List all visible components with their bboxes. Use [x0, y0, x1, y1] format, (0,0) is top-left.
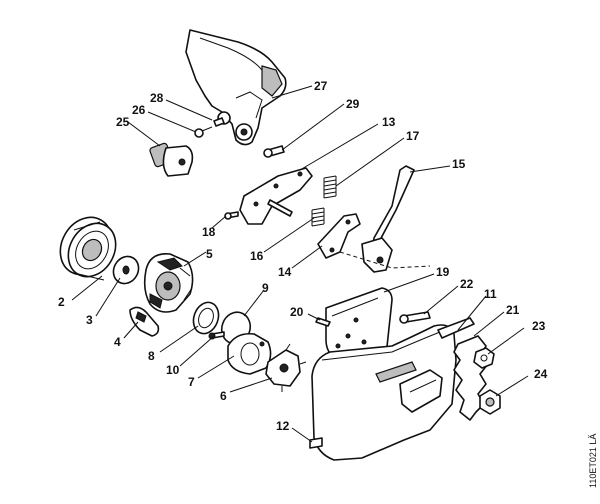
leader-lines — [71, 85, 529, 443]
callout-2: 2 — [58, 295, 65, 309]
callout-15: 15 — [452, 157, 466, 171]
part-22-bolt — [399, 311, 431, 324]
callout-25: 25 — [116, 115, 130, 129]
part-5-clutch — [143, 253, 194, 313]
part-25-connector — [149, 142, 194, 177]
part-8-ring — [192, 301, 220, 335]
part-4-clutch-shoe — [129, 306, 160, 337]
part-26-screw — [194, 126, 213, 138]
callout-10: 10 — [166, 363, 180, 377]
part-17-spring — [323, 175, 337, 199]
part-10-bolt — [208, 331, 225, 340]
part-13-lever-bracket — [239, 167, 313, 225]
callout-26: 26 — [132, 103, 146, 117]
callout-23: 23 — [532, 319, 546, 333]
callout-5: 5 — [206, 247, 213, 261]
part-15-throttle-rod — [361, 165, 415, 273]
callout-17: 17 — [406, 129, 420, 143]
part-24-nut — [479, 389, 501, 415]
part-28-pivot-pin — [213, 117, 225, 127]
callout-11: 11 — [484, 287, 497, 301]
callout-3: 3 — [86, 313, 93, 327]
assembly-dashed-line — [339, 251, 431, 269]
callout-13: 13 — [382, 115, 396, 129]
callout-14: 14 — [278, 265, 292, 279]
callout-28: 28 — [150, 91, 164, 105]
callout-8: 8 — [148, 349, 155, 363]
callout-29: 29 — [346, 97, 360, 111]
callout-24: 24 — [534, 367, 548, 381]
part-29-screw — [263, 145, 285, 158]
part-23-nut — [473, 347, 495, 369]
callout-4: 4 — [114, 335, 121, 349]
callout-27: 27 — [314, 79, 328, 93]
part-12-sprocket-cover — [309, 324, 457, 461]
callout-12: 12 — [276, 419, 290, 433]
callout-16: 16 — [250, 249, 264, 263]
part-16-spring — [311, 207, 325, 227]
part-27-hand-guard — [185, 29, 287, 146]
callout-20: 20 — [290, 305, 304, 319]
part-6-adjuster — [265, 343, 307, 392]
drawing-code: 110ET021 LÄ — [588, 434, 598, 488]
callout-19: 19 — [436, 265, 450, 279]
callout-6: 6 — [220, 389, 227, 403]
part-7-plate — [227, 332, 272, 375]
part-2-clutch-drum — [59, 216, 117, 281]
callout-7: 7 — [188, 375, 195, 389]
callout-21: 21 — [506, 303, 520, 317]
part-14-trigger — [317, 213, 361, 259]
callout-22: 22 — [460, 277, 474, 291]
callout-18: 18 — [202, 225, 216, 239]
callout-9: 9 — [262, 281, 269, 295]
part-11-link — [437, 317, 475, 339]
part-18-pin — [224, 211, 239, 220]
part-3-washer — [112, 255, 140, 285]
